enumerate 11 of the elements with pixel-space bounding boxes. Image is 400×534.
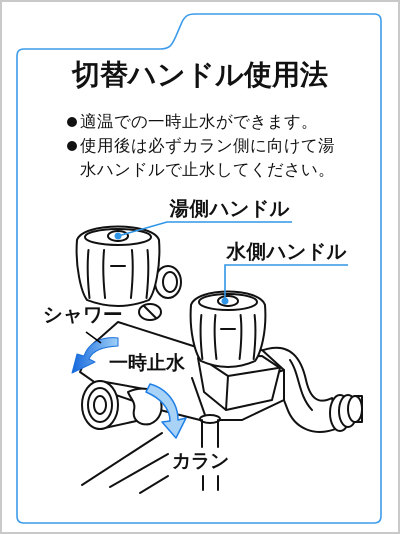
part-label: 湯側ハンドル bbox=[167, 197, 292, 222]
part-label: 水側ハンドル bbox=[225, 240, 348, 265]
leader-line bbox=[222, 264, 348, 304]
instruction-text: 適温での一時止水ができます。 bbox=[80, 111, 318, 133]
part-label: 一時止水 bbox=[109, 351, 185, 375]
part-label: シャワー bbox=[42, 303, 124, 330]
part-label: カラン bbox=[172, 449, 229, 473]
title-text: 切替ハンドル使用法 bbox=[72, 58, 328, 92]
leader-line bbox=[114, 221, 292, 240]
instruction-text: 使用後は必ずカラン側に向けて湯水ハンドルで止水してください。 bbox=[80, 135, 336, 181]
leader-line bbox=[86, 331, 102, 344]
